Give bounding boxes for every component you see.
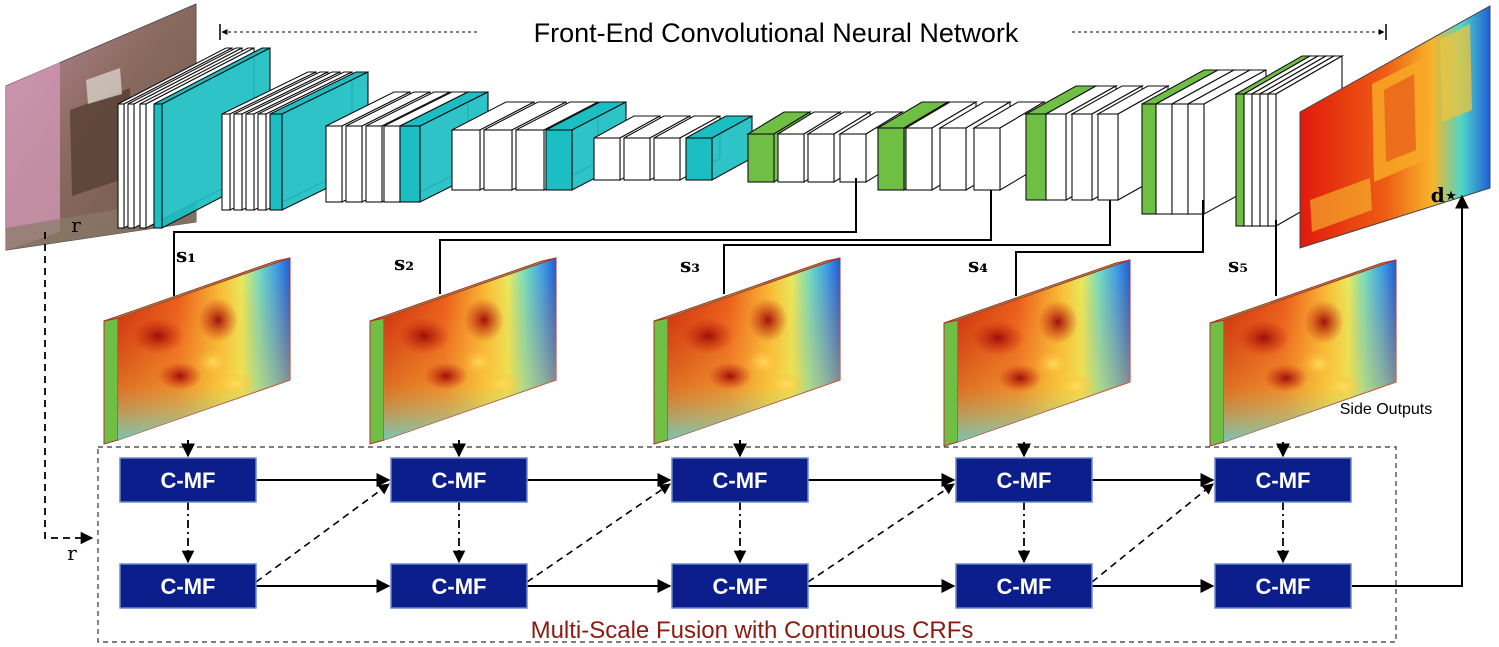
fusion-caption: Multi-Scale Fusion with Continuous CRFs bbox=[531, 617, 974, 644]
side-output-1 bbox=[103, 257, 291, 445]
side-output-3 bbox=[653, 257, 841, 445]
cmf-diagonal-arrow bbox=[255, 483, 390, 583]
cmf-diagonal-arrow bbox=[807, 483, 955, 583]
side-output-label-1: s₁ bbox=[176, 243, 196, 267]
side-output-label-4: s₄ bbox=[968, 253, 988, 277]
side-output-5 bbox=[1209, 259, 1397, 447]
side-output-2 bbox=[369, 257, 557, 445]
title-group: Front-End Convolutional Neural Network bbox=[219, 18, 1387, 48]
cmf-block: C-MF bbox=[671, 563, 809, 609]
conv-layer bbox=[685, 115, 753, 181]
side-output-label-5: s₅ bbox=[1228, 253, 1248, 277]
cmf-label: C-MF bbox=[1256, 468, 1311, 493]
final-output-arrow bbox=[1352, 194, 1469, 587]
cmf-block: C-MF bbox=[390, 457, 528, 503]
cmf-diagonal-arrow bbox=[526, 483, 671, 583]
input-label-bottom: r bbox=[67, 541, 77, 565]
cmf-label: C-MF bbox=[161, 468, 216, 493]
cmf-block: C-MF bbox=[119, 563, 257, 609]
input-skip-connection bbox=[44, 232, 94, 545]
side-outputs-caption: Side Outputs bbox=[1340, 401, 1433, 418]
cmf-label: C-MF bbox=[713, 468, 768, 493]
cmf-block: C-MF bbox=[390, 563, 528, 609]
cmf-block: C-MF bbox=[671, 457, 809, 503]
cmf-label: C-MF bbox=[161, 574, 216, 599]
cmf-block: C-MF bbox=[1214, 457, 1352, 503]
output-label: d⋆ bbox=[1431, 183, 1458, 207]
side-output-label-2: s₂ bbox=[394, 251, 414, 275]
cmf-blocks: C-MF C-MF C-MF C-MF C-MF C-MF C-MF C-MF C-MF C-MF bbox=[119, 457, 1352, 609]
cmf-label: C-MF bbox=[432, 574, 487, 599]
cmf-block: C-MF bbox=[1214, 563, 1352, 609]
cmf-block: C-MF bbox=[955, 563, 1093, 609]
side-output-4 bbox=[943, 259, 1131, 447]
output-depth-map bbox=[1299, 5, 1491, 249]
side-outputs: s₁ s₂ s₃ s₄ s₅ bbox=[103, 243, 1397, 447]
side-output-label-3: s₃ bbox=[680, 253, 700, 277]
cmf-label: C-MF bbox=[997, 468, 1052, 493]
side-output-connections bbox=[173, 178, 1277, 296]
network-title: Front-End Convolutional Neural Network bbox=[534, 18, 1019, 48]
cmf-block: C-MF bbox=[955, 457, 1093, 503]
cmf-label: C-MF bbox=[997, 574, 1052, 599]
input-label: r bbox=[71, 213, 81, 237]
cmf-label: C-MF bbox=[1256, 574, 1311, 599]
fusion-region bbox=[97, 446, 1397, 643]
cmf-diagonal-arrow bbox=[1091, 483, 1214, 583]
cmf-block: C-MF bbox=[119, 457, 257, 503]
cnn-layers bbox=[117, 47, 1345, 229]
cmf-label: C-MF bbox=[713, 574, 768, 599]
fusion-arrows bbox=[181, 440, 1290, 593]
cmf-label: C-MF bbox=[432, 468, 487, 493]
